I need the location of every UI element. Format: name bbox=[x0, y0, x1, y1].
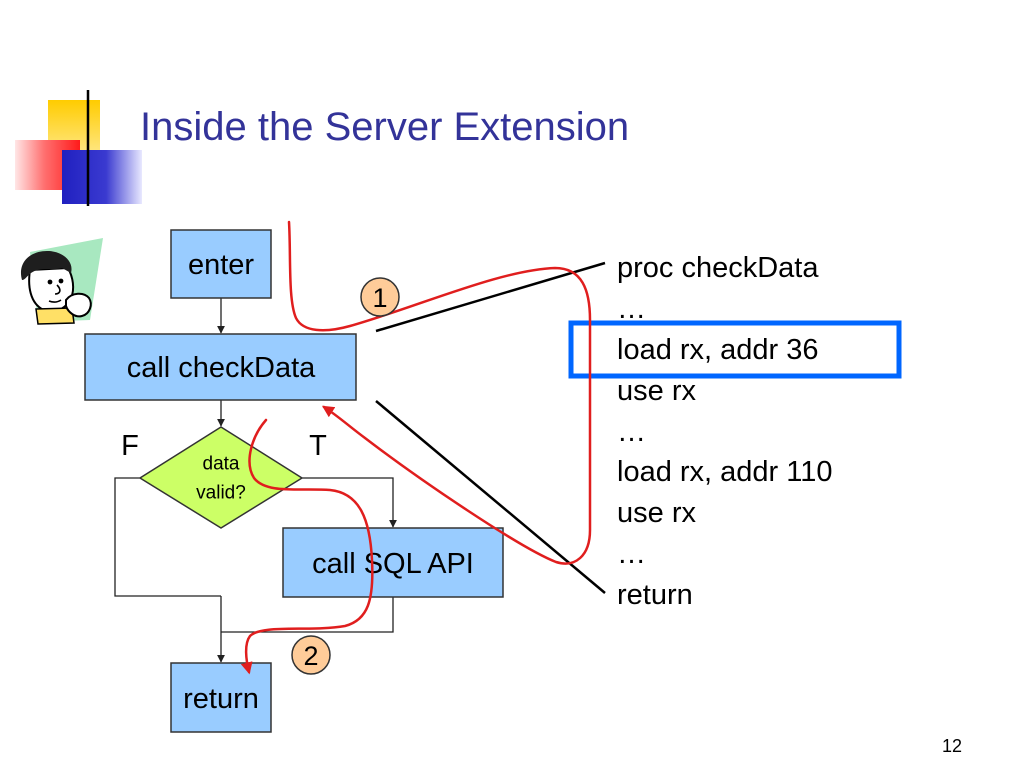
code-highlight-box bbox=[568, 320, 902, 379]
node-enter bbox=[170, 229, 272, 299]
step-marker-1 bbox=[360, 277, 400, 317]
page-number: 12 bbox=[942, 736, 962, 756]
decision-data-valid bbox=[138, 426, 304, 529]
person-collar bbox=[35, 307, 75, 325]
code-line: use rx bbox=[617, 497, 696, 529]
slide-logo bbox=[15, 90, 142, 206]
code-line: proc checkData bbox=[617, 252, 819, 284]
branch-label-true: T bbox=[309, 430, 327, 462]
code-line: load rx, addr 110 bbox=[617, 456, 833, 488]
code-line: load rx, addr 36 bbox=[617, 334, 819, 366]
person-eye bbox=[47, 279, 53, 285]
code-line: use rx bbox=[617, 375, 696, 407]
node-call-sql-api bbox=[282, 527, 504, 598]
person-nose bbox=[54, 284, 61, 295]
edge-true-branch bbox=[302, 477, 397, 528]
code-line: … bbox=[617, 538, 646, 570]
branch-label-false: F bbox=[121, 430, 139, 462]
slide-title: Inside the Server Extension bbox=[140, 105, 629, 149]
code-line: return bbox=[617, 579, 693, 611]
decision-label-line-2: valid? bbox=[196, 483, 246, 504]
step-marker-2 bbox=[291, 635, 331, 675]
execution-trace-1 bbox=[287, 220, 592, 565]
node-return bbox=[170, 662, 272, 733]
person-hair bbox=[20, 250, 72, 280]
node-call-checkdata-label: call checkData bbox=[127, 352, 316, 384]
node-return-label: return bbox=[183, 683, 259, 715]
code-listing: proc checkData … load rx, addr 36 use rx… bbox=[617, 252, 833, 611]
logo-blue-block bbox=[62, 150, 142, 204]
node-call-sql-api-label: call SQL API bbox=[312, 548, 474, 580]
person-hand bbox=[65, 292, 92, 318]
code-line: … bbox=[617, 416, 646, 448]
person-mouth bbox=[48, 299, 62, 303]
thinking-person-icon bbox=[20, 238, 103, 325]
node-call-checkdata bbox=[84, 333, 357, 401]
person-eye bbox=[58, 278, 64, 284]
edge-false-branch bbox=[114, 477, 221, 597]
node-enter-label: enter bbox=[188, 249, 254, 281]
callout-line-top bbox=[375, 261, 606, 333]
decision-label-line-1: data bbox=[203, 454, 240, 475]
execution-trace-2 bbox=[240, 418, 374, 675]
edge-sql-to-merge bbox=[221, 597, 394, 633]
step-marker-2-label: 2 bbox=[303, 641, 318, 671]
code-line: … bbox=[617, 293, 646, 325]
callout-line-bottom bbox=[375, 400, 606, 594]
step-marker-1-label: 1 bbox=[372, 283, 387, 313]
